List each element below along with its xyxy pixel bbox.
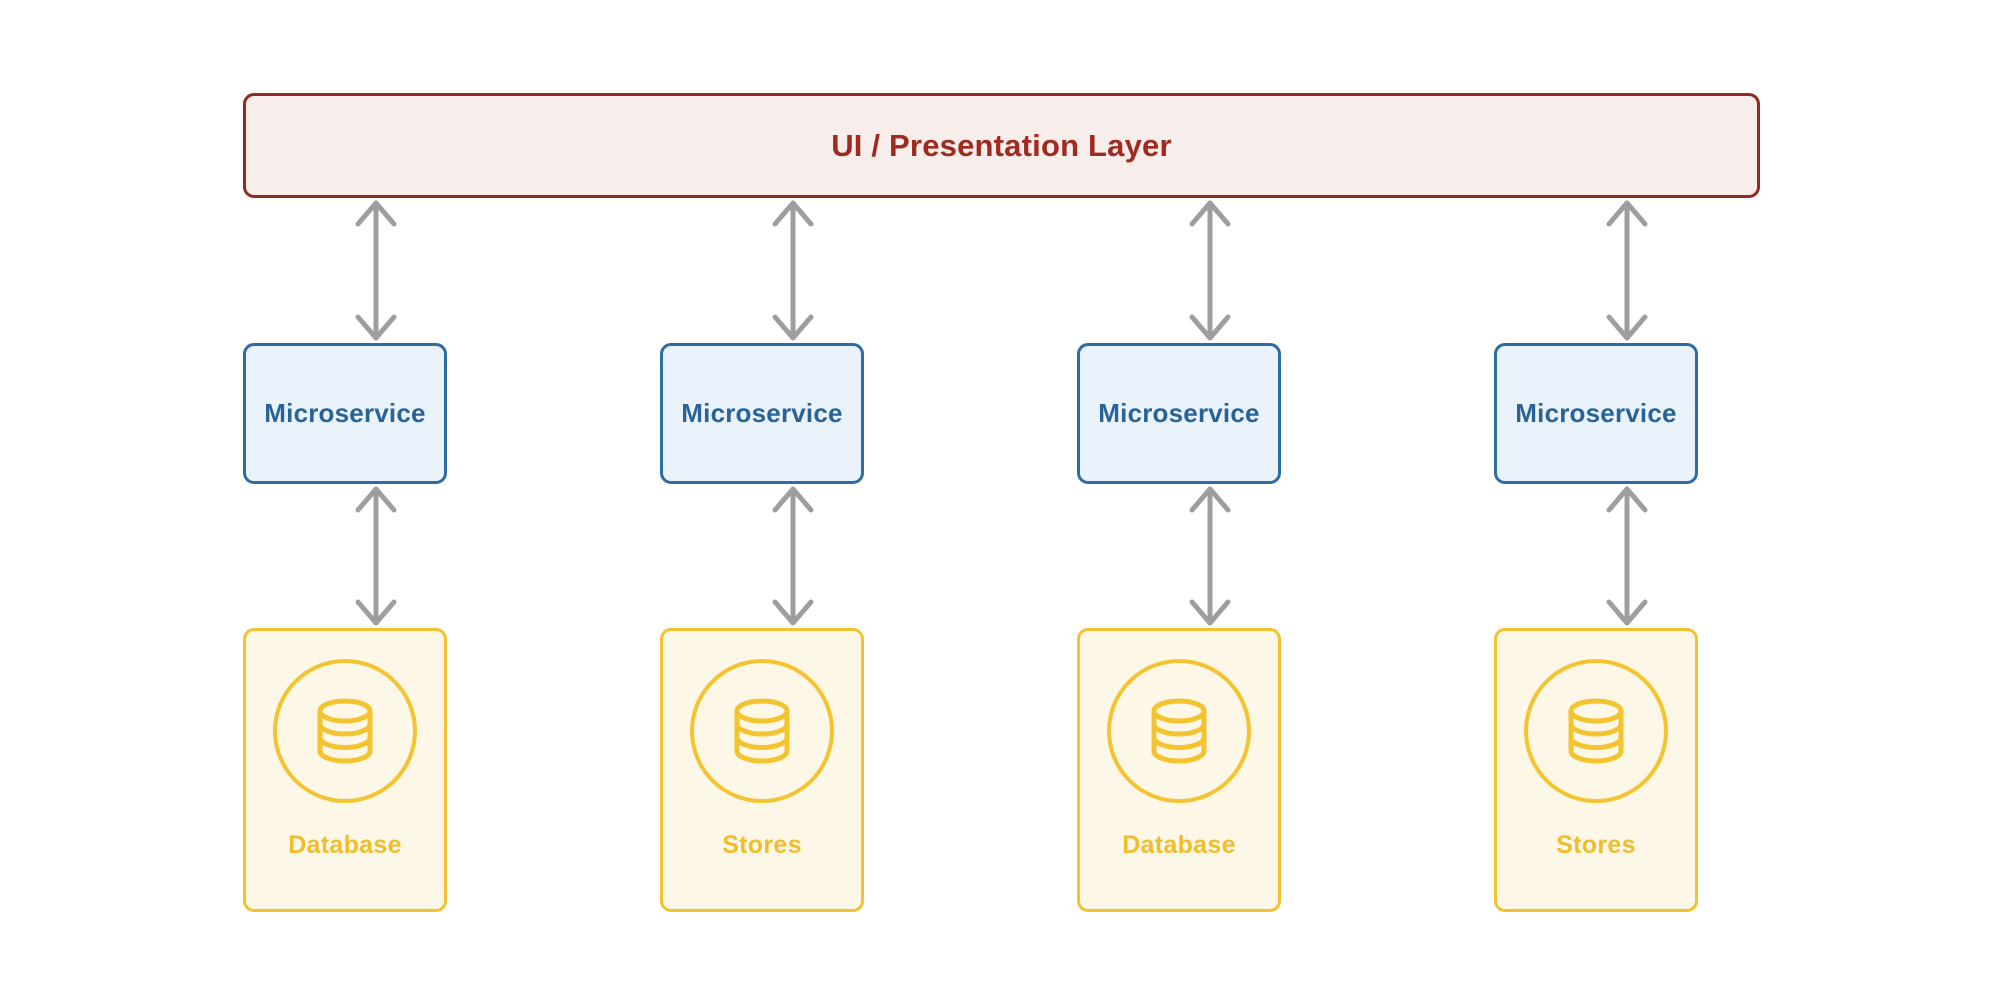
arrow-microservice-to-data-2 <box>772 486 814 626</box>
data-store-box-1[interactable]: Database <box>243 628 447 912</box>
microservice-label-1: Microservice <box>264 398 426 428</box>
microservice-box-2[interactable]: Microservice <box>660 343 864 484</box>
database-cylinder-icon <box>734 698 790 764</box>
data-store-label-3: Database <box>1122 831 1236 859</box>
arrow-microservice-to-data-3 <box>1189 486 1231 626</box>
ui-presentation-layer-box[interactable]: UI / Presentation Layer <box>243 93 1760 198</box>
data-store-label-1: Database <box>288 831 402 859</box>
microservice-box-4[interactable]: Microservice <box>1494 343 1698 484</box>
microservice-label-3: Microservice <box>1098 398 1260 428</box>
data-store-label-2: Stores <box>722 831 802 859</box>
microservice-label-2: Microservice <box>681 398 843 428</box>
arrow-ui-to-microservice-2 <box>772 200 814 341</box>
microservice-box-1[interactable]: Microservice <box>243 343 447 484</box>
data-store-label-4: Stores <box>1556 831 1636 859</box>
arrow-microservice-to-data-1 <box>355 486 397 626</box>
database-cylinder-icon <box>317 698 373 764</box>
database-icon-ring-2 <box>690 659 834 803</box>
database-icon-ring-3 <box>1107 659 1251 803</box>
microservice-label-4: Microservice <box>1515 398 1677 428</box>
database-cylinder-icon <box>1568 698 1624 764</box>
database-icon-ring-4 <box>1524 659 1668 803</box>
arrow-microservice-to-data-4 <box>1606 486 1648 626</box>
ui-presentation-layer-label: UI / Presentation Layer <box>831 127 1172 163</box>
database-icon-ring-1 <box>273 659 417 803</box>
arrow-ui-to-microservice-1 <box>355 200 397 341</box>
microservice-box-3[interactable]: Microservice <box>1077 343 1281 484</box>
data-store-box-3[interactable]: Database <box>1077 628 1281 912</box>
data-store-box-2[interactable]: Stores <box>660 628 864 912</box>
data-store-box-4[interactable]: Stores <box>1494 628 1698 912</box>
database-cylinder-icon <box>1151 698 1207 764</box>
arrow-ui-to-microservice-4 <box>1606 200 1648 341</box>
arrow-ui-to-microservice-3 <box>1189 200 1231 341</box>
